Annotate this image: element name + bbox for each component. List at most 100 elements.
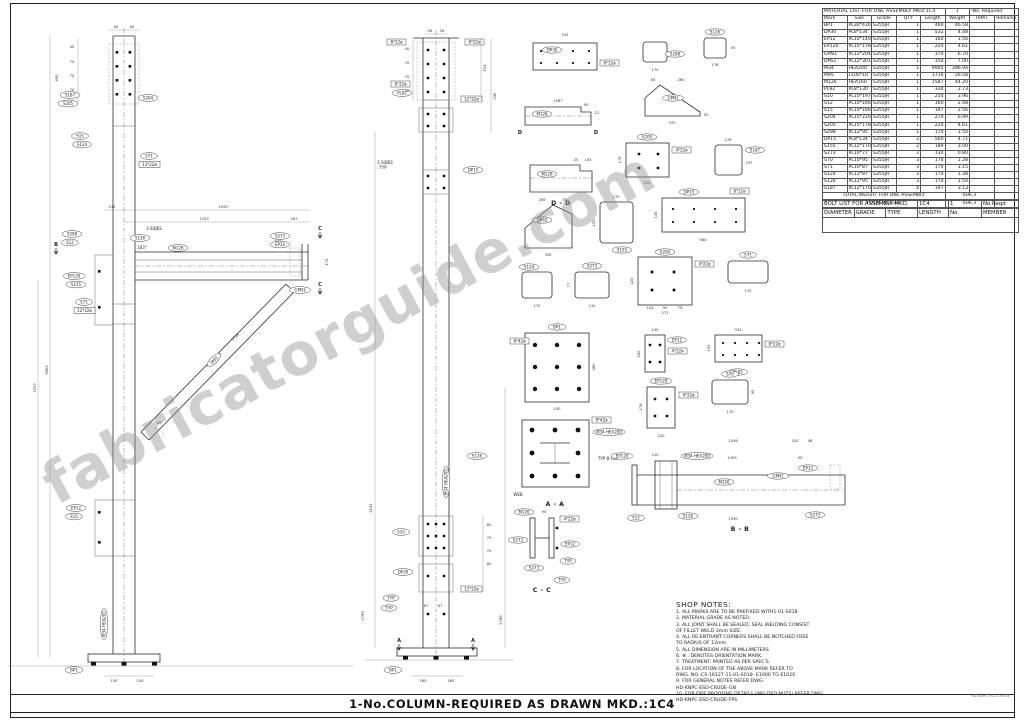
diagonal-brace: M95 1716 45° bbox=[140, 283, 295, 441]
detail-s273: S273 134 77 bbox=[567, 262, 610, 308]
table-cell bbox=[993, 71, 1019, 80]
detail-ep120: EP120 4*22ø 220 178 bbox=[639, 377, 699, 438]
table-cell: S70 bbox=[822, 156, 848, 166]
dim-95: 95 bbox=[584, 103, 589, 107]
shop-note-line: 2. MATERIAL GRADE AS NOTED. bbox=[676, 616, 751, 622]
table-cell bbox=[993, 50, 1019, 59]
table-cell: S355JR bbox=[871, 50, 897, 59]
detail-s71: S71 170 bbox=[727, 251, 769, 293]
table-cell: 170 bbox=[920, 156, 946, 166]
table-cell: S71 bbox=[822, 164, 848, 173]
part-tag: S70 bbox=[726, 372, 734, 377]
shop-note-line: 5. ALL DIMENSION ARE IN MILLIMETERS bbox=[676, 647, 769, 653]
part-tag: S273 bbox=[587, 264, 598, 269]
dim-67: 67 bbox=[424, 604, 429, 608]
section-cc: M126 95 4*22ø S273 EP12 S273 TYP TYP C -… bbox=[507, 508, 580, 594]
part-tag: S12 bbox=[632, 516, 640, 521]
shop-note-line: 6. ⊕ : DENOTES ORIENTATION MARK. bbox=[676, 654, 763, 660]
detail-s298: S298 170 bbox=[642, 41, 686, 72]
table-cell: 2.73 bbox=[944, 86, 970, 95]
part-tag: EP12 bbox=[71, 506, 81, 511]
section-markers: B C C bbox=[53, 226, 323, 295]
table-cell: S355JR bbox=[871, 22, 897, 31]
base-plate: BP1 150 150 M34 HEA200 bbox=[8, 607, 353, 683]
table-cell bbox=[993, 164, 1019, 173]
part-tag-m34: M34 HEA200 bbox=[102, 611, 107, 637]
table-cell: 1 bbox=[895, 64, 921, 73]
drawing-title: 1-No.COLUMN-REQUIRED AS DRAWN MKD.:1C4 bbox=[349, 697, 675, 711]
table-cell bbox=[969, 107, 995, 116]
title-band-line-bottom bbox=[11, 712, 1014, 713]
detail-ep12: EP12 4*22ø 140 160 bbox=[637, 328, 688, 373]
table-cell: BP1 bbox=[822, 22, 848, 31]
detail-bp1: BP1 8*42ø 430 460 bbox=[509, 323, 596, 411]
dim-215: 215 bbox=[108, 205, 116, 209]
part-tag: M126 bbox=[718, 480, 730, 485]
table-cell: EP12 bbox=[822, 36, 848, 45]
table-cell: 1 bbox=[895, 50, 921, 59]
dim-55: 55 bbox=[563, 198, 568, 202]
table-cell: S355JR bbox=[871, 121, 897, 130]
part-tag: M126 bbox=[536, 112, 548, 117]
dim-150: 150 bbox=[707, 344, 711, 352]
dim-350: 350 bbox=[544, 253, 552, 257]
table-cell bbox=[993, 149, 1019, 158]
table-cell: 1 bbox=[895, 114, 921, 123]
dim-560: 560 bbox=[699, 238, 707, 242]
dim-176: 176 bbox=[724, 138, 732, 142]
part-tag: M34 HEA200 bbox=[596, 430, 622, 435]
hole-callout: 12*22ø bbox=[464, 96, 479, 101]
weld-note: 3 SIDES bbox=[377, 160, 393, 165]
table-cell: S355JR bbox=[871, 57, 897, 66]
table-cell bbox=[969, 93, 995, 102]
dim-265: 265 bbox=[677, 78, 685, 82]
part-tag: EP120 bbox=[68, 274, 81, 279]
table-cell: 2 bbox=[895, 135, 921, 144]
table-cell: S355JR bbox=[871, 178, 897, 187]
bolt-list-title: BOLT LIST FOR ASSEMBLY MKD. bbox=[822, 199, 918, 209]
part-tag: S15 bbox=[76, 134, 84, 139]
dim-495: 495 bbox=[55, 74, 59, 82]
dim-370: 370 bbox=[668, 121, 676, 125]
view-title-cc: C - C bbox=[533, 587, 551, 594]
part-tag: S273 bbox=[810, 513, 821, 518]
table-cell: 220 bbox=[920, 121, 946, 130]
part-tag: BP1 bbox=[553, 325, 561, 330]
table-cell: 1.50 bbox=[944, 128, 970, 137]
table-cell bbox=[969, 142, 995, 151]
top-tags: 8*22ø 8*22ø 8*22ø PL92 12*22ø DP15 3 SID… bbox=[377, 38, 485, 174]
table-cell: S355JR bbox=[871, 114, 897, 123]
weld-note: TYP B FLG bbox=[597, 456, 618, 461]
col-header: DIAMETER bbox=[822, 208, 855, 218]
table-cell: S205 bbox=[822, 121, 848, 130]
part-tag: S124 bbox=[524, 265, 535, 270]
part-tag: S71 bbox=[80, 300, 88, 305]
dim-25: 25 bbox=[574, 158, 579, 162]
table-cell: 370 bbox=[920, 50, 946, 59]
table-cell bbox=[969, 171, 995, 180]
table-cell bbox=[969, 22, 995, 31]
col-header: QTY bbox=[895, 15, 921, 24]
dim-113: 113 bbox=[274, 238, 282, 242]
dim-67: 67 bbox=[438, 604, 443, 608]
dim-48: 48 bbox=[808, 439, 813, 443]
table-cell: 1 bbox=[895, 36, 921, 45]
part-tag: EP12 bbox=[275, 242, 285, 247]
hole-callout: 12*22ø bbox=[464, 586, 479, 591]
part-tag: S204 bbox=[143, 96, 154, 101]
part-tag: S187 bbox=[65, 93, 76, 98]
part-tag: M34 HEA200 bbox=[684, 454, 710, 459]
table-cell: PL30*430 bbox=[846, 22, 872, 31]
detail-s126: S126 178 55 bbox=[703, 28, 736, 67]
detail-s205: S205 4*22ø 220 178 bbox=[618, 133, 692, 185]
table-cell bbox=[969, 50, 995, 59]
part-tag: GPN1 bbox=[667, 96, 679, 101]
table-cell: 1587 bbox=[920, 78, 946, 88]
table-cell bbox=[993, 29, 1019, 38]
